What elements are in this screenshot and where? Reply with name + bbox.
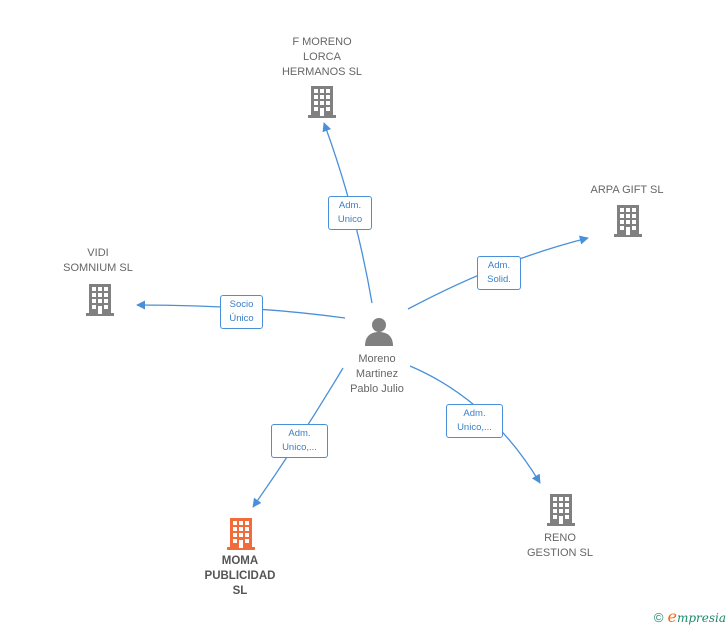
relation-label-moma[interactable]: Adm. Unico,... — [271, 424, 328, 458]
company-name-line: LORCA — [303, 51, 341, 63]
brand-logo-text: mpresia — [676, 611, 726, 625]
building-icon[interactable] — [612, 203, 644, 237]
company-name-line: PUBLICIDAD — [204, 570, 276, 582]
company-name-reno[interactable]: RENO GESTION SL — [500, 531, 620, 561]
building-icon[interactable] — [225, 516, 257, 550]
relation-label-line: Unico — [337, 214, 363, 225]
relation-label-line: Socio — [229, 299, 254, 310]
company-name-line: SL — [232, 585, 248, 597]
company-name-vidi[interactable]: VIDI SOMNIUM SL — [40, 246, 156, 276]
brand-logo-e: e — [667, 607, 677, 626]
company-name-line: SOMNIUM SL — [63, 262, 133, 274]
relation-label-arpa[interactable]: Adm. Solid. — [477, 256, 521, 290]
brand-logo: ©empresia — [654, 607, 726, 626]
relation-label-line: Único — [229, 313, 254, 324]
copyright-symbol: © — [653, 610, 664, 625]
relation-label-line: Solid. — [487, 274, 511, 285]
company-name-line: RENO — [544, 532, 576, 544]
relation-label-line: Unico,... — [282, 442, 317, 453]
person-name[interactable]: Moreno Martinez Pablo Julio — [327, 352, 427, 397]
relation-label-vidi[interactable]: Socio Único — [220, 295, 263, 329]
company-name-line: ARPA GIFT SL — [590, 184, 664, 196]
relation-label-reno[interactable]: Adm. Unico,... — [446, 404, 503, 438]
company-name-moma[interactable]: MOMA PUBLICIDAD SL — [180, 554, 300, 599]
company-name-line: HERMANOS SL — [281, 66, 363, 78]
person-name-line: Moreno — [358, 353, 396, 365]
company-name-line: MOMA — [221, 555, 259, 567]
relation-label-line: Adm. — [288, 428, 311, 439]
relation-label-line: Unico,... — [457, 422, 492, 433]
building-icon[interactable] — [84, 282, 116, 316]
company-name-line: GESTION SL — [526, 547, 594, 559]
relation-label-line: Adm. — [338, 200, 362, 211]
company-name-line: F MORENO — [292, 36, 352, 48]
building-icon[interactable] — [545, 492, 577, 526]
person-name-line: Martinez — [355, 368, 399, 380]
relation-label-f-moreno[interactable]: Adm. Unico — [328, 196, 372, 230]
person-name-line: Pablo Julio — [350, 383, 404, 395]
relation-label-line: Adm. — [487, 260, 511, 271]
person-icon[interactable] — [364, 316, 394, 346]
relation-label-line: Adm. — [463, 408, 486, 419]
building-icon[interactable] — [306, 84, 338, 118]
company-name-arpa[interactable]: ARPA GIFT SL — [567, 183, 687, 198]
company-name-line: VIDI — [87, 247, 109, 259]
company-name-f-moreno[interactable]: F MORENO LORCA HERMANOS SL — [262, 35, 382, 80]
